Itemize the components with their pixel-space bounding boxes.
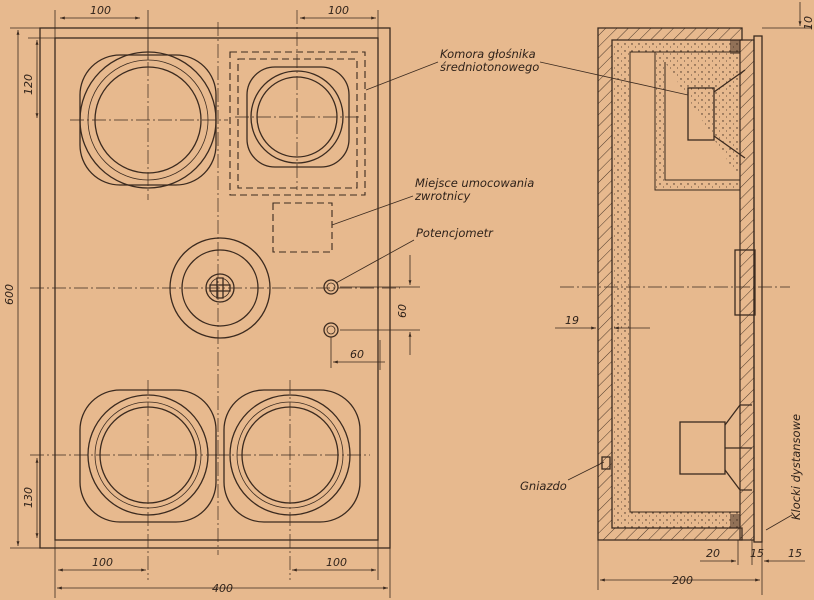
woofer-top-left: [70, 40, 228, 200]
mid-chamber-section: [654, 51, 741, 191]
tweeter: [169, 237, 271, 339]
svg-text:100: 100: [326, 556, 347, 569]
socket-section: [601, 456, 611, 470]
svg-text:60: 60: [350, 348, 364, 361]
svg-text:15: 15: [750, 547, 764, 560]
svg-text:60: 60: [396, 304, 409, 318]
front-dimensions: 100 100 120 600 130 100 100 400 60 60: [3, 4, 420, 598]
label-mid-chamber-2: średniotonowego: [440, 60, 539, 74]
woofer-magnet: [679, 421, 726, 475]
label-crossover-2: zwrotnicy: [414, 189, 471, 203]
svg-text:100: 100: [90, 4, 111, 17]
svg-text:100: 100: [92, 556, 113, 569]
svg-text:15: 15: [788, 547, 802, 560]
side-view: [560, 27, 790, 543]
midrange-speaker: [229, 10, 366, 196]
label-socket: Gniazdo: [520, 479, 567, 493]
potentiometer-holes: [323, 279, 339, 368]
woofer-bottom-left: [30, 380, 228, 580]
svg-text:19: 19: [565, 314, 579, 327]
label-spacers: Klocki dystansowe: [789, 414, 803, 520]
svg-text:10: 10: [802, 16, 814, 30]
svg-text:600: 600: [3, 284, 16, 305]
front-panel-side: [753, 35, 763, 543]
svg-text:20: 20: [706, 547, 720, 560]
front-view: [30, 10, 400, 580]
label-mid-chamber-1: Komora głośnika: [440, 47, 536, 61]
woofer-bottom-right: [215, 380, 370, 580]
front-baffle: [739, 39, 755, 541]
tweeter-section: [734, 249, 756, 316]
midrange-magnet: [687, 87, 715, 141]
label-potentiometer: Potencjometr: [416, 226, 494, 240]
side-dimensions: 10 19 20 15 15 200: [555, 2, 814, 595]
crossover-mount: [272, 202, 333, 253]
front-panel: [54, 37, 379, 541]
svg-text:100: 100: [328, 4, 349, 17]
callouts: Komora głośnika średniotonowego Miejsce …: [331, 47, 803, 531]
svg-text:120: 120: [22, 74, 35, 95]
svg-text:200: 200: [672, 574, 693, 587]
label-crossover-1: Miejsce umocowania: [415, 176, 534, 190]
svg-text:400: 400: [212, 582, 233, 595]
svg-text:130: 130: [22, 487, 35, 508]
